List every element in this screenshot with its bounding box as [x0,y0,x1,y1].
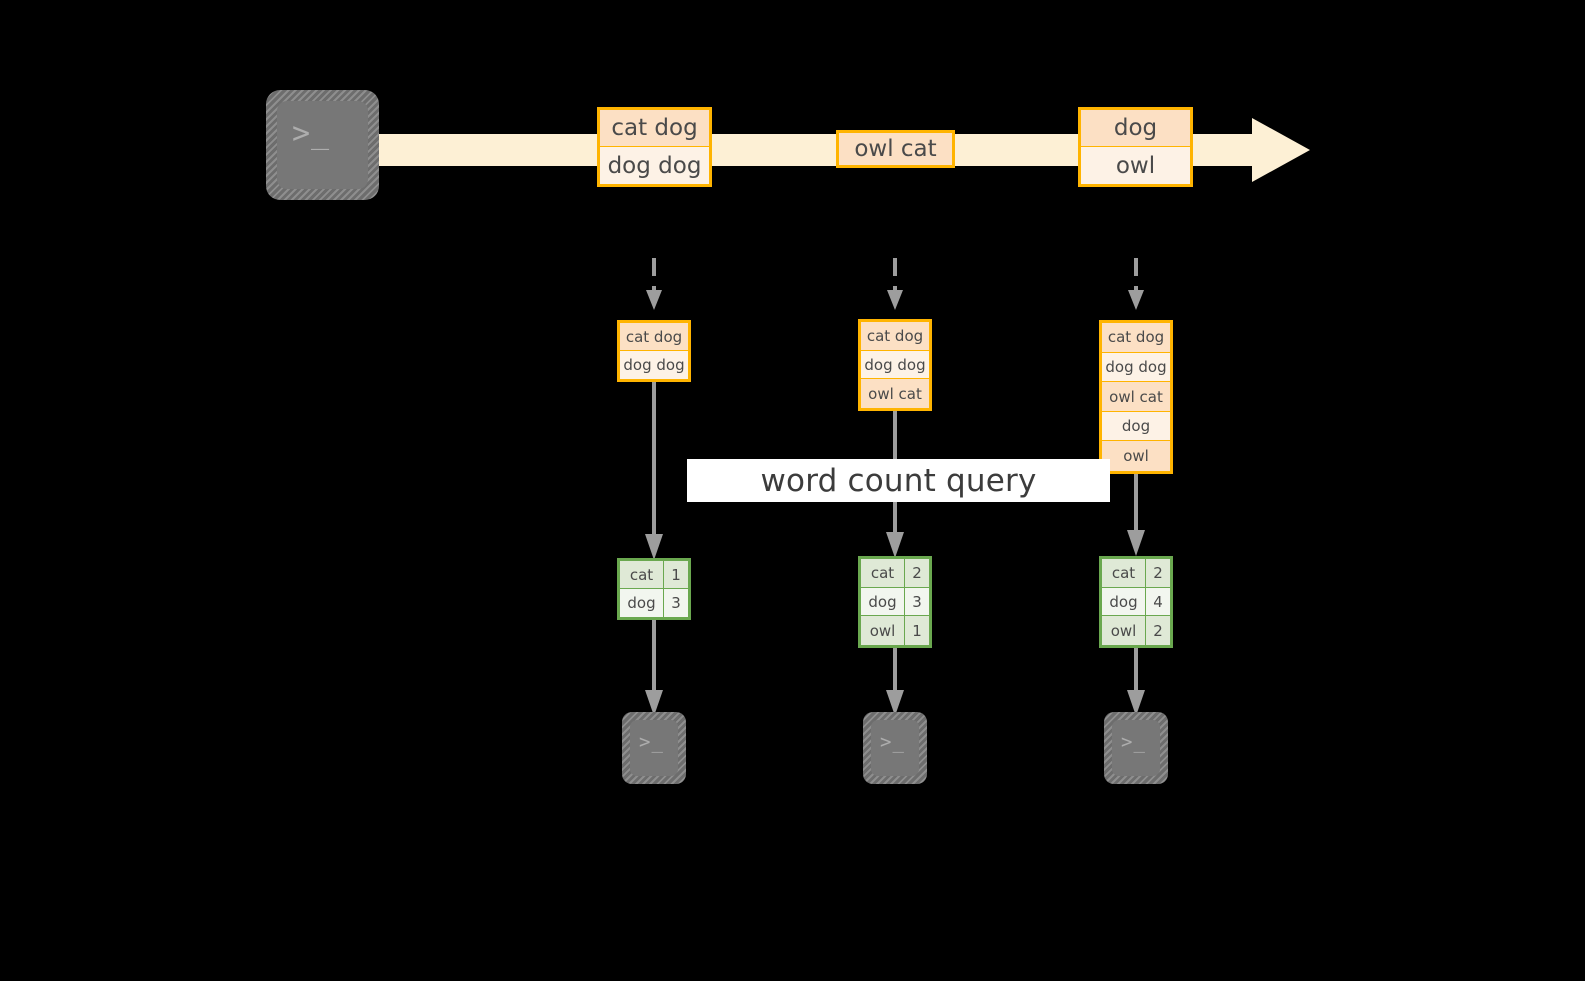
log-line: owl cat [861,379,929,408]
table-row: owl 1 [861,616,929,645]
result-word: dog [1102,587,1146,616]
result-count: 2 [912,563,922,582]
log-line: dog [1102,411,1170,442]
log-to-result-arrow-3 [1126,474,1146,556]
stream-event-1[interactable]: cat dog dog dog [597,107,712,187]
event-line: cat dog [600,110,709,148]
terminal-prompt-icon: >_ [1121,731,1146,753]
result-to-consumer-arrow-2 [885,648,905,716]
log-line: owl [1102,441,1170,471]
query-label-band: word count query [687,459,1110,502]
log-line: cat dog [620,323,688,352]
result-count: 3 [671,594,681,613]
result-count: 3 [912,592,922,611]
log-line: dog dog [861,350,929,380]
result-to-consumer-arrow-1 [644,620,664,716]
result-count: 2 [1153,621,1163,640]
dashed-arrow-1 [644,258,664,310]
event-line: dog [1081,110,1190,148]
result-word: cat [1102,559,1146,587]
result-table-2[interactable]: cat 2 dog 3 owl 1 [858,556,932,648]
table-row: dog 4 [1102,587,1170,617]
table-row: cat 1 [620,561,688,590]
terminal-screen: >_ [1112,720,1160,776]
event-log-2[interactable]: cat dog dog dog owl cat [858,319,932,411]
result-count: 1 [671,565,681,584]
event-line: owl [1081,147,1190,184]
log-line: owl cat [1102,382,1170,412]
consumer-terminal-2[interactable]: >_ [863,712,927,784]
stream-event-2[interactable]: owl cat [836,130,955,168]
table-row: dog 3 [620,589,688,617]
event-log-3[interactable]: cat dog dog dog owl cat dog owl [1099,320,1173,474]
terminal-prompt-icon: >_ [880,731,905,753]
log-line: dog dog [620,351,688,379]
query-label: word count query [760,462,1037,499]
result-table-1[interactable]: cat 1 dog 3 [617,558,691,620]
producer-terminal[interactable]: >_ [266,90,379,200]
terminal-screen: >_ [277,101,368,189]
log-line: cat dog [861,322,929,351]
result-to-consumer-arrow-3 [1126,648,1146,716]
consumer-terminal-1[interactable]: >_ [622,712,686,784]
event-log-1[interactable]: cat dog dog dog [617,320,691,382]
result-count: 1 [912,621,922,640]
result-word: owl [861,616,905,645]
table-row: owl 2 [1102,616,1170,645]
terminal-prompt-icon: >_ [639,731,664,753]
result-word: dog [861,587,905,616]
result-word: dog [620,589,664,617]
log-line: cat dog [1102,323,1170,353]
consumer-terminal-3[interactable]: >_ [1104,712,1168,784]
log-to-result-arrow-1 [644,382,664,560]
terminal-screen: >_ [871,720,919,776]
table-row: cat 2 [861,559,929,588]
result-table-3[interactable]: cat 2 dog 4 owl 2 [1099,556,1173,648]
result-word: cat [620,561,664,589]
terminal-prompt-icon: >_ [292,116,331,151]
table-row: dog 3 [861,587,929,617]
table-row: cat 2 [1102,559,1170,588]
log-line: dog dog [1102,352,1170,383]
result-word: cat [861,559,905,587]
stream-event-3[interactable]: dog owl [1078,107,1193,187]
dashed-arrow-3 [1126,258,1146,310]
terminal-screen: >_ [630,720,678,776]
dashed-arrow-2 [885,258,905,310]
event-line: dog dog [600,147,709,184]
result-word: owl [1102,616,1146,645]
result-count: 4 [1153,592,1163,611]
result-count: 2 [1153,563,1163,582]
event-line: owl cat [839,133,952,165]
